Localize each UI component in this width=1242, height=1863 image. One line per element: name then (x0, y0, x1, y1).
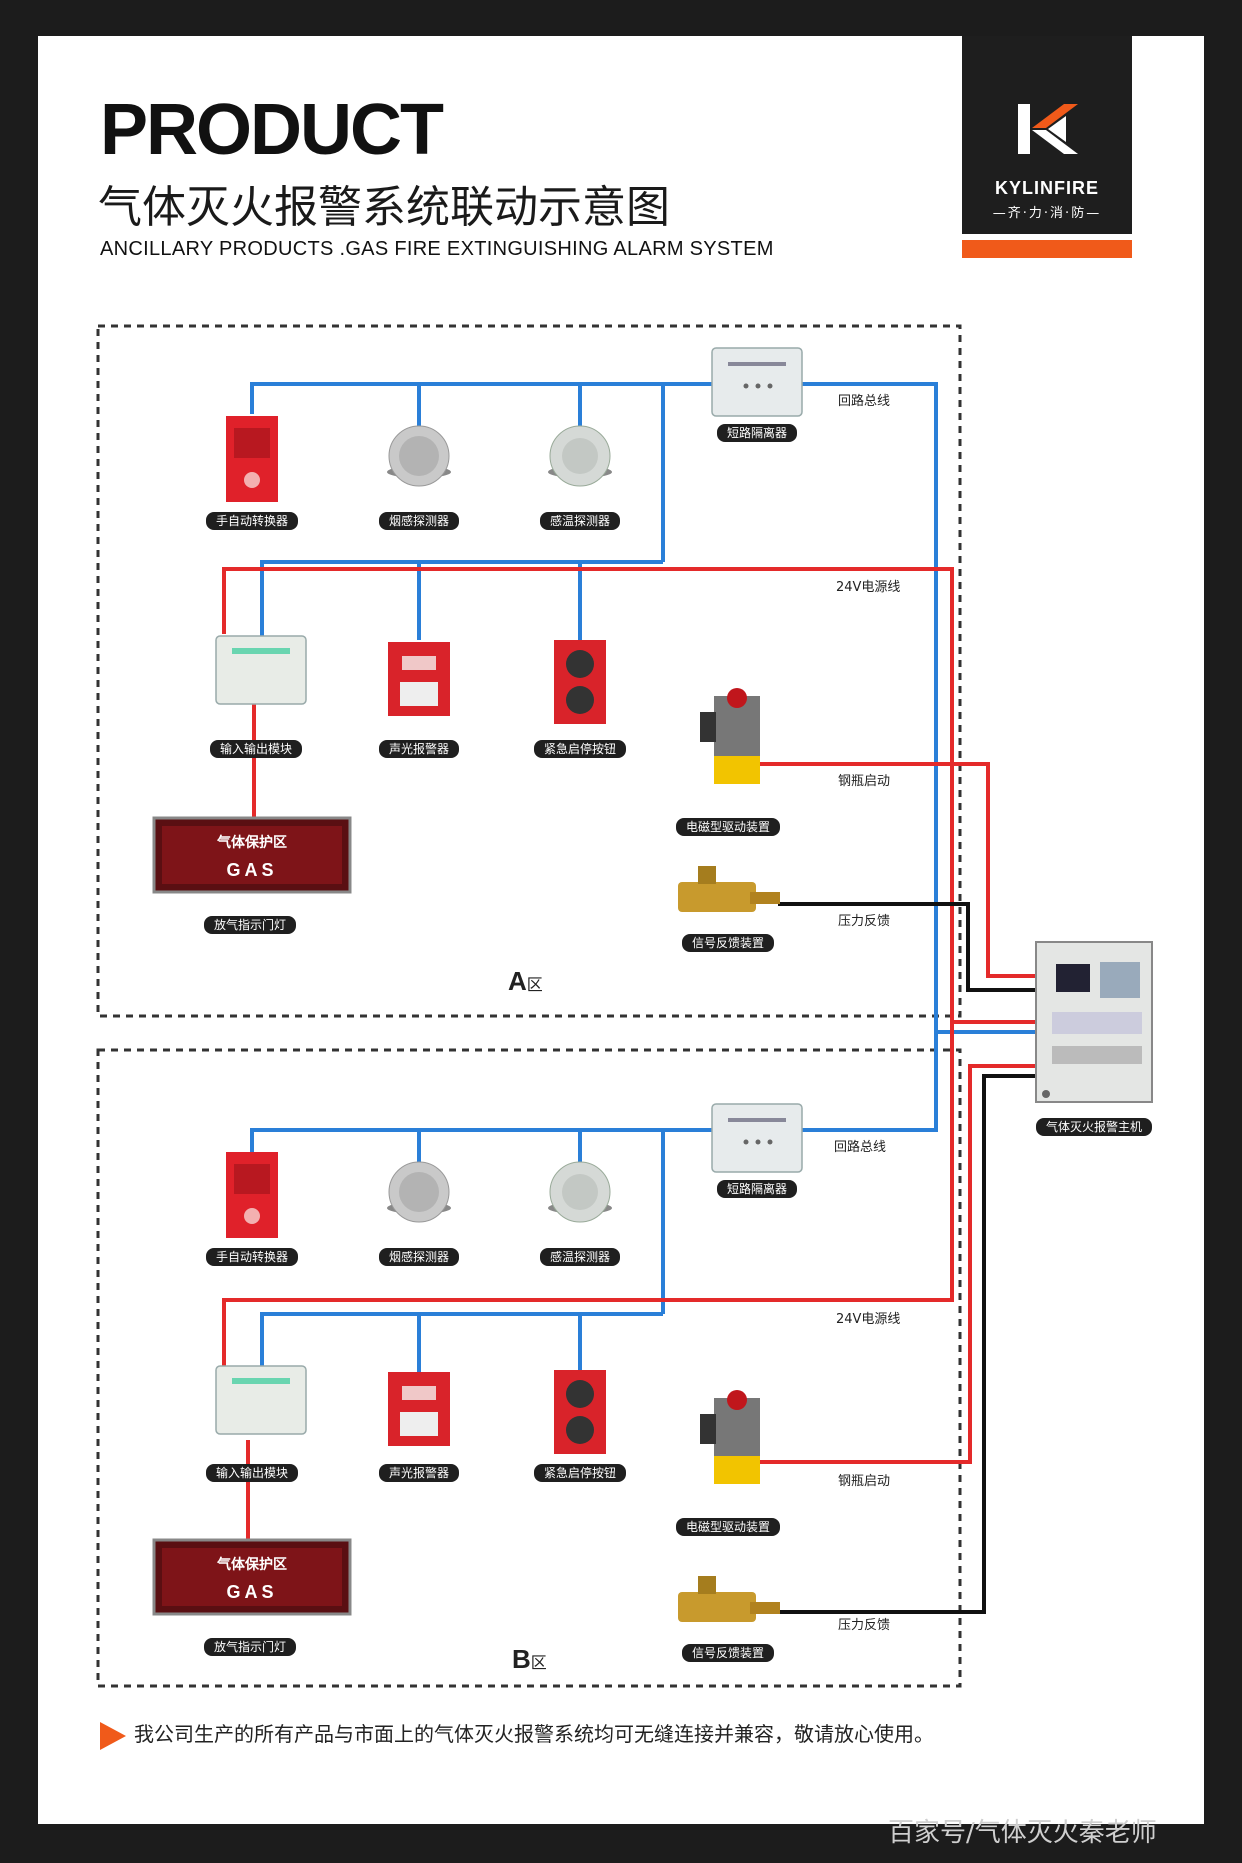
zone-b-signal-device (678, 1576, 780, 1622)
zone-b-signal-line (778, 1074, 1038, 1614)
controller-device (1035, 941, 1153, 1103)
zone-b-loop-bus (250, 1032, 938, 1372)
zone-a-switcher-device (226, 416, 278, 502)
zone-a-suffix: 区 (526, 975, 543, 994)
zone-b-button-device (554, 1370, 606, 1454)
zone-b-smoke-device (387, 1161, 451, 1223)
page-title: PRODUCT (100, 90, 444, 170)
logo-accent-bar (962, 240, 1132, 258)
zone-b-button-label: 紧急启停按钮 (533, 1464, 627, 1482)
watermark: 百家号/气体灭火秦老师 (888, 1818, 1157, 1848)
zone-a-sounder-device (388, 642, 450, 716)
wiring-diagram (96, 324, 1153, 1688)
zone-b-door-light-device (152, 1538, 352, 1616)
zone-b-suffix: 区 (530, 1653, 547, 1672)
zone-b-signal-label: 信号反馈装置 (681, 1644, 775, 1662)
controller-label: 气体灭火报警主机 (1035, 1118, 1153, 1136)
zone-a-sounder-label: 声光报警器 (378, 740, 460, 758)
zone-a-smoke-device (387, 425, 451, 487)
zone-b-smoke-label: 烟感探测器 (378, 1248, 460, 1266)
zone-a-pressure-label: 压力反馈 (838, 914, 891, 929)
zone-a-loop-bus-label: 回路总线 (838, 394, 891, 409)
brand-name: KYLINFIRE (994, 178, 1099, 198)
zone-a-door-light-device (152, 816, 352, 894)
poster: PRODUCT 气体灭火报警系统联动示意图 ANCILLARY PRODUCTS… (38, 36, 1204, 1824)
zone-b-power-label: 24V电源线 (836, 1312, 901, 1327)
zone-a-switcher-label: 手自动转换器 (205, 512, 299, 530)
zone-b-cylinder-label: 钢瓶启动 (838, 1474, 891, 1489)
zone-b-heat-label: 感温探测器 (539, 1248, 621, 1266)
zone-b-switcher-label: 手自动转换器 (205, 1248, 299, 1266)
zone-b-power-line (222, 1022, 1038, 1540)
zone-a-gas-panel: 气体保护区 GAS (162, 826, 342, 884)
chinese-title: 气体灭火报警系统联动示意图 (98, 182, 670, 233)
zone-a-smoke-label: 烟感探测器 (378, 512, 460, 530)
zone-b-heat-device (548, 1161, 612, 1223)
zone-a-loop-bus (250, 382, 1038, 1034)
zone-b-sounder-label: 声光报警器 (378, 1464, 460, 1482)
zone-b-solenoid-device (700, 1390, 760, 1484)
zone-a-signal-label: 信号反馈装置 (681, 934, 775, 952)
zone-b-gas-panel: 气体保护区 GAS (162, 1548, 342, 1606)
zone-b-io-module-device (215, 1365, 307, 1435)
zone-a-cylinder-label: 钢瓶启动 (838, 774, 891, 789)
zone-a-title: A区 (508, 968, 543, 994)
footer-note: 我公司生产的所有产品与市面上的气体灭火报警系统均可无缝连接并兼容，敬请放心使用。 (100, 1718, 934, 1750)
brand-tagline: —齐·力·消·防— (992, 206, 1102, 221)
zone-a-heat-label: 感温探测器 (539, 512, 621, 530)
zone-b-isolator-device (711, 1103, 803, 1173)
zone-a-io-module-device (215, 635, 307, 705)
zone-b-switcher-device (226, 1152, 278, 1238)
kylinfire-logo: KYLINFIRE —齐·力·消·防— (962, 36, 1132, 234)
zone-a-isolator-device (711, 347, 803, 417)
play-arrow-icon (100, 1721, 126, 1750)
zone-b-loop-bus-label: 回路总线 (834, 1140, 887, 1155)
gas-panel-title: 气体保护区 (217, 1557, 287, 1573)
zone-a-signal-device (678, 866, 780, 912)
zone-b-pressure-label: 压力反馈 (838, 1618, 891, 1633)
zone-b-sounder-device (388, 1372, 450, 1446)
zone-b-isolator-label: 短路隔离器 (716, 1180, 798, 1198)
gas-panel-gas: GAS (226, 860, 278, 880)
zone-a-power-label: 24V电源线 (836, 580, 901, 595)
zone-a-door-light-label: 放气指示门灯 (203, 916, 297, 934)
zone-b-letter: B (512, 1644, 531, 1674)
zone-b-title: B区 (512, 1646, 547, 1672)
zone-a-letter: A (508, 966, 527, 996)
footer-text: 我公司生产的所有产品与市面上的气体灭火报警系统均可无缝连接并兼容，敬请放心使用。 (134, 1722, 934, 1746)
zone-b-io-module-label: 输入输出模块 (205, 1464, 299, 1482)
zone-a-boundary (96, 324, 962, 1018)
gas-panel-title: 气体保护区 (217, 835, 287, 851)
zone-a-heat-device (548, 425, 612, 487)
zone-a-isolator-label: 短路隔离器 (716, 424, 798, 442)
zone-a-io-module-label: 输入输出模块 (209, 740, 303, 758)
zone-b-boundary (96, 1048, 962, 1688)
zone-a-solenoid-device (700, 688, 760, 784)
zone-a-solenoid-label: 电磁型驱动装置 (675, 818, 781, 836)
zone-a-signal-line (778, 902, 1038, 992)
zone-b-solenoid-label: 电磁型驱动装置 (675, 1518, 781, 1536)
gas-panel-gas: GAS (226, 1582, 278, 1602)
zone-a-button-label: 紧急启停按钮 (533, 740, 627, 758)
zone-a-button-device (554, 640, 606, 724)
english-subtitle: ANCILLARY PRODUCTS .GAS FIRE EXTINGUISHI… (100, 238, 774, 260)
zone-a-power-line (222, 567, 1038, 1024)
zone-b-door-light-label: 放气指示门灯 (203, 1638, 297, 1656)
k-logo-icon (1018, 104, 1078, 154)
